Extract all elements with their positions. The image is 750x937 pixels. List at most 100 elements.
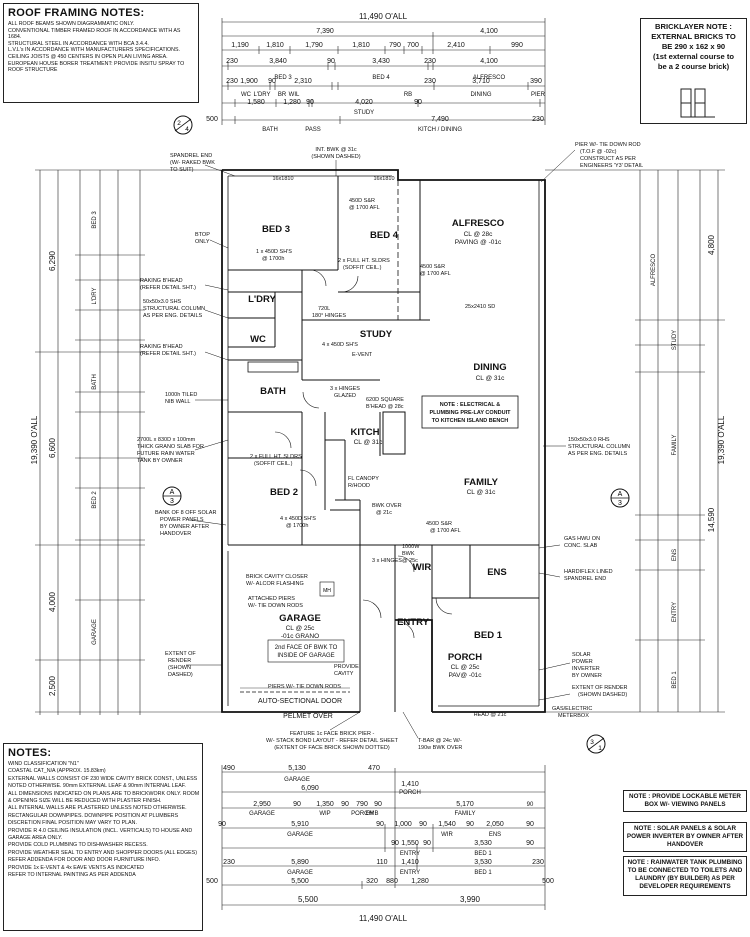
dim-top-row3-label: BED 3: [274, 75, 292, 81]
dim-left-bed2: BED 2: [92, 491, 98, 509]
roof-note: STRUCTURAL STEEL IN ACCORDANCE WITH BCA …: [8, 40, 149, 47]
dim-top-row5: 90: [414, 99, 422, 106]
dim-top-row4-label: RB: [404, 92, 412, 98]
dim-top-row5: 1,280: [283, 99, 301, 106]
dim-bottom-row6: 230: [223, 859, 235, 866]
bed2-sh-line: 4 x 450D SH'S: [280, 516, 316, 522]
dim-bottom-row3-label: 90: [527, 802, 534, 808]
gas-meter-line: METERBOX: [558, 713, 589, 719]
dim-bottom-row1: 1,410: [401, 781, 419, 788]
render-left-line: EXTENT OF: [165, 651, 196, 657]
rhs-line: AS PER ENG. DETAILS: [568, 451, 628, 457]
section-label: A: [618, 491, 623, 498]
roof-note: ALL ROOF BEAMS SHOWN DIAGRAMMATIC ONLY.: [8, 21, 135, 27]
bhead-line: B'HEAD @ 28c: [366, 404, 404, 410]
dim-top-row2: 1,790: [305, 42, 323, 49]
dim-top-row2: 990: [511, 42, 523, 49]
garage-mh: [319, 581, 335, 597]
dim-bottom-row6: 5,890: [291, 859, 309, 866]
dim-bottom-row1-label: PORCH: [399, 790, 421, 796]
btop-line: BTOP: [195, 232, 210, 238]
dim-bottom-row4: 5,910: [291, 821, 309, 828]
room-entry: ENTRY: [397, 617, 430, 628]
dim-bottom-row3-label: EMB: [365, 811, 378, 817]
alfresco-cl: CL @ 28c: [464, 231, 494, 238]
note-item: NOTED OTHERWISE. 90mm EXTERNAL LEAF & 90…: [8, 783, 186, 790]
dim-bottom-row3: 90: [293, 801, 301, 808]
sh-bed3-line: 1 x 450D SH'S: [256, 249, 292, 255]
gas-hwu-line: CONC. SLAB: [564, 543, 598, 549]
dim-top-row3-label: ALFRESCO: [473, 75, 506, 81]
notes-list: WIND CLASSIFICATION "N1" COASTAL CAT_N/A…: [8, 761, 199, 880]
brick-course-sketch: [680, 88, 715, 118]
dim-bottom-row3: 2,950: [253, 801, 271, 808]
dim-overall-top: 11,490 O'ALL: [359, 12, 408, 21]
notes-title: NOTES:: [8, 747, 52, 759]
dim-bottom-row5: 90: [423, 840, 431, 847]
note-item: ALL INTERNAL WALLS ARE PLASTERED UNLESS …: [8, 805, 187, 812]
dim-top-row5-label: BATH: [262, 127, 278, 133]
solar-inverter-line: BY OWNER: [572, 673, 602, 679]
elevation-marker-bottom: 3 1: [586, 734, 606, 754]
room-ens: ENS: [487, 567, 507, 578]
roof-note: EUROPEAN HOUSE BORER TREATMENT: PROVIDE …: [8, 60, 185, 74]
elec-note-line: TO KITCHEN ISLAND BENCH: [432, 418, 509, 424]
dim-bottom-row3-label: FAMILY: [455, 811, 476, 817]
kitchen-island: [382, 411, 406, 455]
left-dim-text: 19,390 O'ALL 6,290 6,600 4,000 2,500 GAR…: [30, 211, 98, 696]
dim-right-study: STUDY: [672, 330, 678, 350]
section-marker-a-left: A 3: [162, 486, 182, 506]
dim-left-ldry: L'DRY: [92, 287, 98, 304]
dim-bottom-row3: 790: [356, 801, 368, 808]
solar-note-text: NOTE : SOLAR PANELS & SOLAR POWER INVERT…: [626, 825, 744, 848]
feature-line: W/- STACK BOND LAYOUT - REFER DETAIL SHE…: [266, 738, 399, 744]
dim-top-row3: 230: [424, 58, 436, 65]
piers-line: ATTACHED PIERS: [248, 596, 295, 602]
section-num: 3: [170, 498, 174, 505]
dim-bottom-row6-label: BED 1: [474, 870, 492, 876]
int-bwk-size: 16x1810: [272, 176, 293, 182]
dim-left-bath: BATH: [92, 374, 98, 390]
hinges25: 3 x HINGES@ 25c: [372, 558, 418, 564]
dim-top-row5-label: KITCH / DINING: [418, 127, 462, 133]
bed2-sh-line: @ 1700h: [286, 523, 308, 529]
room-dining: DINING: [473, 362, 506, 373]
elec-note-line: PLUMBING PRE-LAY CONDUIT: [430, 410, 512, 416]
bricklayer-note: BRICKLAYER NOTE : EXTERNAL BRICKS TO BE …: [640, 18, 747, 124]
pelmet-label: PELMET OVER: [283, 713, 333, 720]
room-bath: BATH: [260, 386, 286, 397]
garage-grano: -01c GRANO: [281, 633, 319, 640]
internal-walls: [228, 176, 539, 712]
alfresco-paving: PAVING @ -01c: [455, 239, 502, 246]
dim-top-row4: 3,710: [472, 78, 490, 85]
dim-top-row5: 90: [306, 99, 314, 106]
pier-line: PIER W/- TIE DOWN ROD: [575, 142, 641, 148]
meter-box-note-text: NOTE : PROVIDE LOCKABLE METER BOX W/- VI…: [629, 793, 741, 808]
fam-sr-line: @ 1700 AFL: [430, 528, 461, 534]
note-item: RECTANGULAR DOWNPIPES. DOWNPIPE POSITION…: [8, 812, 179, 819]
dim-bottom-row7: 1,280: [411, 878, 429, 885]
elevation-marker-top: 2 4: [173, 115, 193, 135]
dim-top-row5: 1,580: [247, 99, 265, 106]
dim-bottom-row8: 5,500: [298, 895, 319, 904]
dim-bottom-row7: 880: [386, 878, 398, 885]
dim-left-major: 6,290: [48, 250, 57, 271]
dim-bottom-row1: 470: [368, 765, 380, 772]
dim-bottom-row6-label: ENTRY: [400, 870, 420, 876]
door-swings: [274, 269, 453, 639]
hardiflex-line: SPANDREL END: [564, 576, 606, 582]
dim-top-row1: 7,390: [316, 28, 334, 35]
roof-notes-list: ALL ROOF BEAMS SHOWN DIAGRAMMATIC ONLY. …: [8, 21, 194, 74]
raking-line: RAKING B'HEAD: [140, 278, 183, 284]
dim-top-row5: 500: [206, 116, 218, 123]
dim-bottom-row4: 90: [376, 821, 384, 828]
dim-top-row2: 1,810: [266, 42, 284, 49]
right-dim-text: 19,390 O'ALL 4,800 14,590 ALFRESCO STUDY…: [651, 234, 726, 688]
grano-line: THICK GRANO SLAB FOR: [137, 444, 204, 450]
dim-bottom-row3: 5,170: [456, 801, 474, 808]
cavity-line: CAVITY: [334, 671, 354, 677]
room-garage: GARAGE: [279, 613, 321, 624]
room-bed1: BED 1: [474, 630, 503, 641]
tbar-line: 190w BWK OVER: [418, 745, 462, 751]
dim-bottom-row8: 3,990: [460, 895, 481, 904]
